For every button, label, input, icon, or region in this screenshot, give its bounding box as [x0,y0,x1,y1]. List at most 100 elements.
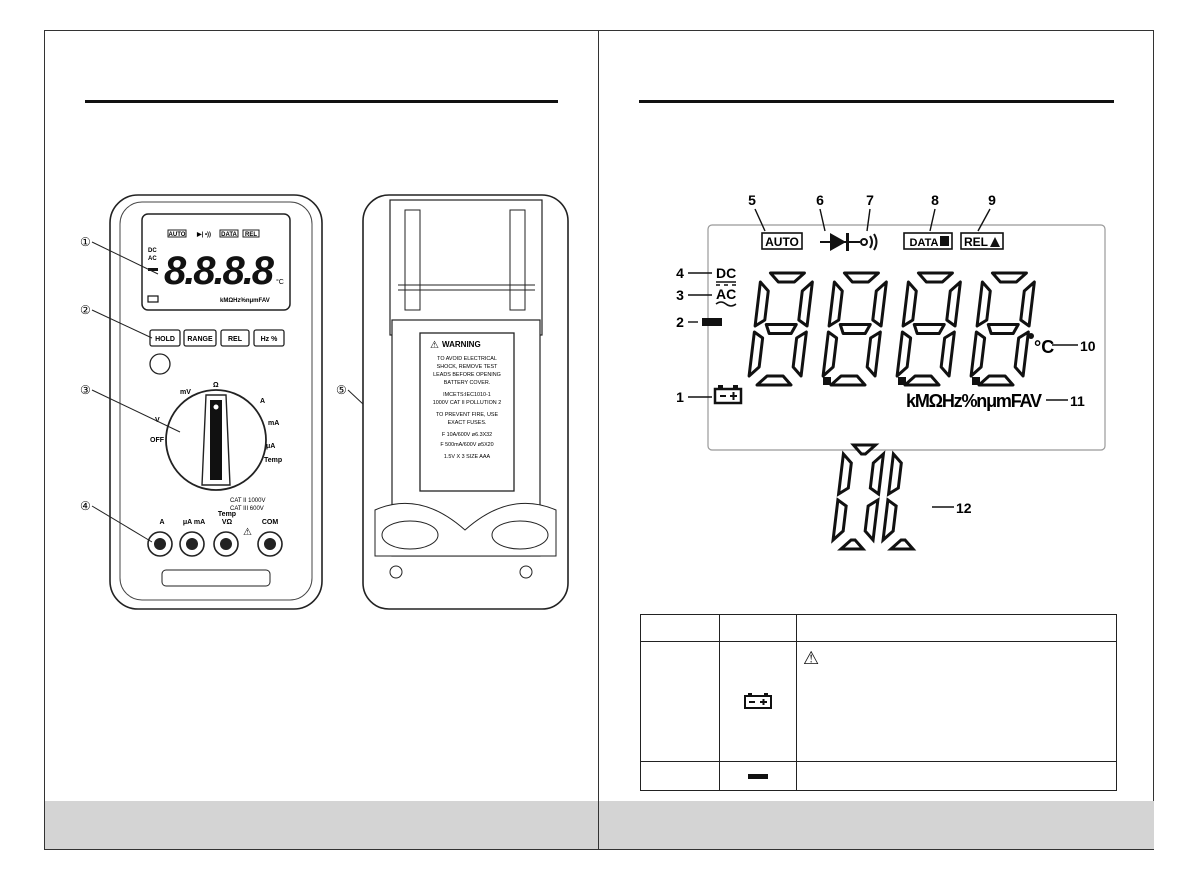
meter-front: AUTO ▶| •)) DATA REL DC AC 8.8.8.8 °C kM… [109,194,323,610]
warning-line: IMCETS:IEC1010-1 [443,392,491,398]
warning-line: BATTERY COVER. [444,380,490,386]
digit-segment [797,280,814,328]
front-celsius: °C [276,278,284,286]
front-dc-label: DC [148,248,157,254]
dial-label-a: A [260,398,265,405]
rel-button[interactable] [220,329,250,347]
warning-line: 1000V CAT II POLLUTION 2 [433,400,501,406]
front-rel-indicator: REL [245,232,257,238]
back-warning-label [419,332,515,492]
rotary-dial[interactable] [165,389,267,491]
callout-1: ① [80,235,91,249]
table-row [640,614,1117,642]
cat-rating-1: CAT II 1000V [230,498,265,504]
digit-segment [791,330,808,378]
decimal-point-2 [898,377,906,385]
front-ac-label: AC [148,256,157,262]
left-footer [45,801,598,849]
dial-label-ohm: Ω [213,382,219,389]
label-12: 12 [956,500,972,516]
overload-text: 0L [660,185,662,186]
range-button-label: RANGE [187,336,213,343]
hold-button[interactable] [149,329,181,347]
warning-triangle-icon: ⚠ [803,648,820,668]
digit-segment [831,497,848,544]
callout-3: ③ [80,383,91,397]
label-7: 7 [866,192,874,208]
front-lcd [141,213,291,311]
front-tilt-stand [161,569,271,587]
digit-segment [975,280,992,328]
digit-segment [865,330,882,378]
dial-label-temp: Temp [264,457,282,464]
range-button[interactable] [183,329,217,347]
power-button[interactable] [149,353,171,375]
battery-icon [744,693,772,709]
table-row [640,761,1117,791]
data-indicator: DATA [910,237,939,249]
warning-line: EXACT FUSES. [448,420,487,426]
rel-button-label: REL [228,336,243,343]
battery-indicator [713,385,743,405]
digit-segment [895,330,913,378]
jack-label-v-ohm: VΩ [222,519,233,526]
digit-segment [916,271,954,284]
dc-indicator: DC [716,265,736,281]
label-10: 10 [1080,338,1096,354]
back-screw-left [389,565,403,579]
callout-2: ② [80,303,91,317]
meter-back: ⚠ WARNING TO AVOID ELECTRICAL SHOCK, REM… [362,194,569,610]
right-footer [599,801,1154,849]
digit-segment [768,271,806,284]
table-row: ⚠ [640,641,1117,762]
digit-segment [850,443,880,456]
digit-segment [827,280,844,328]
warning-line: 1.5V X 3 SIZE AAA [444,454,491,460]
meter-illustration: AUTO ▶| •)) DATA REL DC AC 8.8.8.8 °C kM… [80,194,569,610]
ac-indicator: AC [716,286,736,302]
hz-button[interactable] [253,329,285,347]
digit-segment [912,323,946,335]
digit-segment [986,323,1020,335]
label-3: 3 [676,287,684,303]
front-data-indicator: DATA [221,232,237,238]
digit-segment [747,330,765,378]
digit-segment [969,330,987,378]
rel-delta-icon [990,237,1000,247]
warning-line: F 10A/600V ø6.3X32 [442,432,492,438]
digit-segment [990,271,1028,284]
digit-segment [945,280,962,328]
label-9: 9 [988,192,996,208]
digit-segment [881,497,898,544]
digit-segment [764,323,798,335]
digit-segment [837,538,867,551]
front-battery-icon [147,295,159,303]
front-minus-sign [148,268,158,271]
digit-segment [829,374,867,387]
digit-segment [755,374,793,387]
warning-line: TO PREVENT FIRE, USE [436,412,499,418]
label-4: 4 [676,265,684,281]
front-warning-icon: ⚠ [243,527,252,538]
warning-line: SHOCK, REMOVE TEST [437,364,498,370]
range-units-indicator: kMΩHz%nμmFAV [906,391,1042,411]
label-6: 6 [816,192,824,208]
jack-label-a: A [159,519,164,526]
jack-label-ua-ma: μA mA [183,519,205,526]
decimal-point-3 [972,377,980,385]
digit-segment [842,271,880,284]
page-divider [598,31,599,849]
digit-segment [886,450,903,497]
digit-segment [977,374,1015,387]
lcd-diagram: 5 6 7 8 9 AUTO DATA REL 4 3 2 1 DC AC [660,185,1106,551]
minus-sign-icon [748,774,768,780]
main-digit-display [747,271,1036,387]
digit-segment [903,374,941,387]
digit-segment [821,330,839,378]
warning-line: F 500mA/600V ø5X20 [440,442,493,448]
decimal-point-1 [823,377,831,385]
label-5: 5 [748,192,756,208]
dial-label-ma: mA [268,420,279,427]
back-warning-title: WARNING [442,340,481,349]
hold-button-label: HOLD [155,336,175,343]
